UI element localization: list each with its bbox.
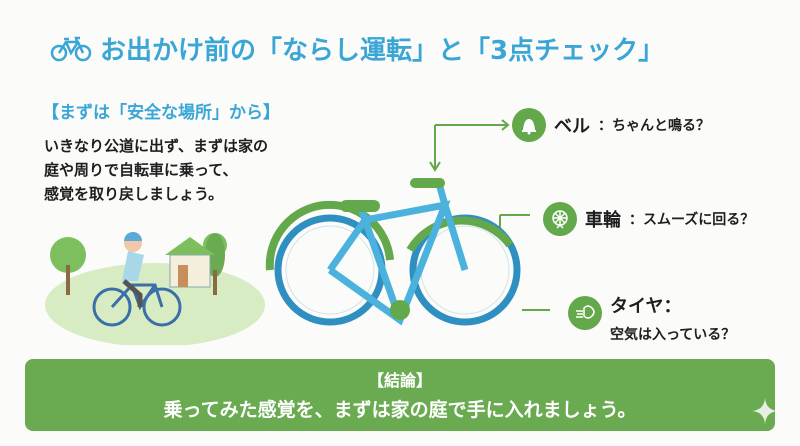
sparkle-icon (752, 398, 778, 424)
check-label: 車輪 (585, 210, 621, 231)
wheel-icon (543, 202, 577, 236)
air-icon (568, 296, 602, 330)
section-heading: 【まずは「安全な場所」から】 (42, 103, 280, 123)
check-tire: タイヤ： 空気は入っている？ (568, 292, 735, 344)
body-line: 庭や周りで自転車に乗って、 (44, 161, 238, 179)
check-question: 空気は入っている？ (610, 327, 736, 343)
body-line: いきなり公道に出ず、まずは家の (44, 137, 268, 155)
check-question: ：スムーズに回る？ (629, 212, 755, 228)
check-label: タイヤ： (610, 296, 682, 317)
title-text: お出かけ前の「ならし運転」と「3点チェック」 (100, 36, 665, 66)
section-body: いきなり公道に出ず、まずは家の 庭や周りで自転車に乗って、 感覚を取り戻しましょ… (44, 134, 324, 206)
bicycle-illustration (265, 119, 550, 326)
page-title: お出かけ前の「ならし運転」と「3点チェック」 (50, 30, 664, 67)
check-wheel: 車輪 ：スムーズに回る？ (543, 202, 754, 236)
bell-icon (512, 108, 546, 142)
check-label: ベル (554, 116, 590, 137)
conclusion-box: 【結論】 乗ってみた感覚を、まずは家の庭で手に入れましょう。 (25, 359, 775, 431)
bicycle-icon (50, 36, 92, 61)
conclusion-heading: 【結論】 (367, 371, 432, 390)
body-line: 感覚を取り戻しましょう。 (44, 185, 224, 203)
rider-illustration (45, 232, 265, 345)
check-bell: ベル ：ちゃんと鳴る？ (512, 108, 710, 142)
check-question: ：ちゃんと鳴る？ (598, 118, 710, 134)
conclusion-text: 乗ってみた感覚を、まずは家の庭で手に入れましょう。 (163, 399, 637, 421)
